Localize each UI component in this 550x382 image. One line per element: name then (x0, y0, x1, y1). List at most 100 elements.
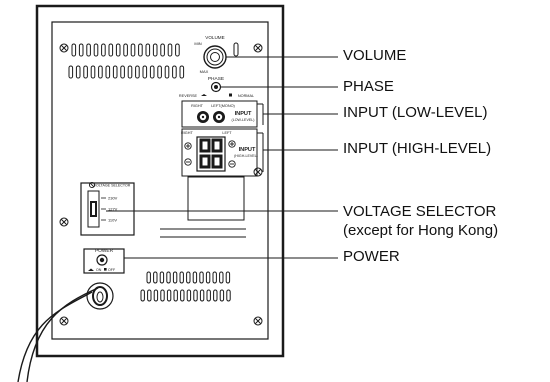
vent-slot (68, 65, 74, 79)
power-switch[interactable]: POWER ON OFF (83, 248, 125, 274)
vent-slot (98, 65, 103, 79)
vent-slot (172, 65, 177, 79)
voltage-option-230v: 230V (108, 196, 118, 201)
vent-slot (108, 43, 114, 57)
callout-input-low-level: INPUT (LOW-LEVEL) (343, 104, 488, 121)
voltage-selector-label: VOLTAGE SELECTOR (94, 184, 131, 188)
vent-slot (172, 271, 178, 284)
plus-icon (184, 142, 192, 150)
callout-leader-lines (106, 56, 338, 259)
rear-panel (51, 21, 269, 340)
screw-icon (253, 316, 263, 326)
phase-label: PHASE (208, 76, 224, 82)
voltage-selector-switch[interactable]: VOLTAGE SELECTOR 230V 127V 110V (80, 181, 135, 236)
vent-slot (180, 289, 185, 302)
screw-icon (59, 217, 69, 227)
volume-max-label: MAX (200, 69, 209, 74)
vent-slot (166, 289, 172, 302)
vent-slot (115, 43, 121, 57)
vent-slot (199, 289, 205, 302)
input-high-sub-label: (HIGH-LEVEL) (234, 154, 258, 158)
cabinet-outer (35, 4, 285, 358)
vent-slots-top-row-1 (71, 43, 180, 57)
vent-slot (93, 43, 99, 57)
power-off-label: OFF (108, 268, 116, 272)
phase-switch[interactable]: PHASE REVERSE NORMAL (179, 76, 254, 98)
vent-slot (90, 65, 96, 79)
vent-slot (86, 43, 91, 57)
vent-slot (130, 43, 136, 57)
panel-screws (59, 43, 263, 326)
input-high-label: INPUT (239, 147, 256, 153)
vent-slot (153, 289, 159, 302)
vent-slot (160, 43, 165, 57)
vent-slot (179, 271, 184, 284)
vent-slot (166, 271, 171, 284)
vent-slot (123, 43, 128, 57)
vent-slot (71, 43, 77, 57)
power-cord (17, 282, 114, 382)
vent-slot (193, 289, 198, 302)
phase-normal-label: NORMAL (238, 94, 254, 98)
vent-slot (157, 65, 162, 79)
vent-slot (83, 65, 88, 79)
voltage-option-127v: 127V (108, 207, 118, 212)
minus-icon (184, 158, 192, 166)
vent-slot (167, 43, 173, 57)
vent-slot (186, 289, 192, 302)
vent-slot (219, 289, 225, 302)
screw-icon (253, 167, 263, 177)
vent-slot (173, 289, 178, 302)
vent-slot (179, 65, 185, 79)
input-low-label: INPUT (235, 111, 252, 117)
power-label: POWER (95, 248, 114, 254)
vent-slot (149, 65, 155, 79)
vent-slot (135, 65, 140, 79)
callout-volume: VOLUME (343, 47, 407, 64)
vent-slot (206, 289, 211, 302)
volume-min-label: MIN (194, 41, 201, 46)
voltage-option-110v: 110V (108, 218, 117, 223)
phase-reverse-label: REVERSE (179, 94, 198, 98)
screw-icon (59, 316, 69, 326)
vent-slot (78, 43, 84, 57)
vent-slot (105, 65, 111, 79)
screw-icon (253, 43, 263, 53)
callout-input-high-level: INPUT (HIGH-LEVEL) (343, 140, 492, 157)
vent-slot (146, 271, 151, 284)
input-high-level-terminals[interactable]: RIGHT LEFT INPUT (HIGH-LEVEL) (181, 128, 264, 177)
input-low-right-label: RIGHT (191, 104, 203, 108)
input-low-sub-label: (LOW-LEVEL) (232, 118, 255, 122)
volume-knob[interactable]: VOLUME MIN MAX (194, 35, 227, 74)
vent-slot (175, 43, 180, 57)
vent-slot (147, 289, 152, 302)
vent-slot (213, 289, 218, 302)
vent-slot (153, 271, 158, 284)
input-low-level-jacks[interactable]: RIGHT LEFT(MONO) INPUT (LOW-LEVEL) (181, 100, 264, 128)
vent-slot-single (233, 42, 239, 57)
vent-slot (142, 65, 148, 79)
input-high-right-label: RIGHT (181, 131, 193, 135)
vent-slot (145, 43, 151, 57)
screw-icon (59, 43, 69, 53)
vent-slot (75, 65, 81, 79)
vent-slot (159, 271, 165, 284)
screw-icon (88, 181, 96, 189)
vent-slot (140, 289, 145, 302)
callout-power: POWER (343, 248, 400, 265)
vent-slot (199, 271, 204, 284)
vent-slots-top-row-2 (68, 65, 185, 79)
volume-label: VOLUME (205, 35, 224, 40)
callout-voltage-selector-note: (except for Hong Kong) (343, 222, 499, 239)
vent-slot (205, 271, 211, 284)
power-on-indicator-icon (88, 268, 94, 271)
vent-slots-bottom-row-1 (146, 271, 231, 284)
callout-phase: PHASE (343, 78, 394, 95)
vent-slot (101, 43, 106, 57)
vent-slot (138, 43, 143, 57)
vent-slot (225, 271, 231, 284)
vent-slot (120, 65, 125, 79)
input-high-left-label: LEFT (222, 131, 232, 135)
vent-slot (112, 65, 118, 79)
